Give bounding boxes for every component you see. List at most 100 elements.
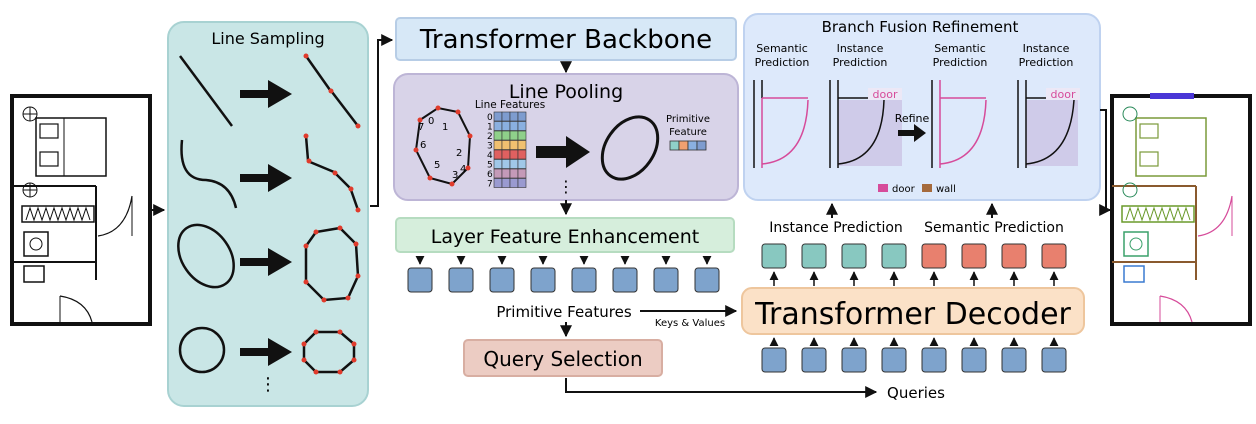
feature-cell (509, 140, 519, 150)
feature-cell (493, 178, 503, 188)
feature-cell (493, 159, 503, 169)
semantic-prediction-panel-1 (753, 80, 809, 168)
semantic-prediction-panel-2 (931, 80, 987, 168)
semantic-prediction-label: Semantic Prediction (924, 220, 1064, 236)
legend-wall-label: wall (936, 184, 956, 195)
query-token (1001, 347, 1027, 373)
feature-cell (517, 111, 527, 122)
col4-line-b: Prediction (1019, 56, 1074, 69)
primitive-token (612, 267, 638, 293)
feature-cell (517, 121, 527, 131)
instance-prediction-panel-2: door (1017, 80, 1080, 168)
primitive-feature-label-2: Feature (669, 127, 707, 138)
instance-prediction-panel-1: door (829, 80, 902, 168)
feature-cell (501, 121, 511, 131)
feature-cell (501, 159, 511, 169)
poly-num-4: 4 (460, 164, 466, 175)
feature-row-number: 2 (487, 132, 493, 142)
line-pooling-box: Line Pooling 0 1 2 3 4 5 6 7 Line Featur… (393, 73, 739, 201)
feature-row-number: 3 (487, 142, 493, 152)
arrow-fusion-to-output (1099, 109, 1112, 216)
output-floor-plan (1110, 93, 1252, 326)
query-selection-box: Query Selection (463, 339, 663, 377)
line-features-label: Line Features (475, 99, 545, 111)
branch-fusion-panel: Branch Fusion Refinement Semantic Predic… (743, 13, 1101, 201)
poly-num-5: 5 (434, 160, 440, 171)
poly-num-1: 1 (442, 122, 448, 133)
query-token (761, 347, 787, 373)
primitive-token (448, 267, 474, 293)
primitive-feature-tokens (407, 255, 720, 293)
line-sampling-panel: Line Sampling ⋮ (167, 21, 369, 407)
arrow-sampling-to-backbone (370, 34, 394, 207)
refine-label: Refine (895, 112, 930, 125)
feature-cell (517, 168, 527, 179)
primitive-token (694, 267, 720, 293)
instance-output-token (801, 243, 827, 269)
feature-cell (517, 149, 527, 160)
semantic-output-token (961, 243, 987, 269)
poly-num-3: 3 (452, 170, 458, 181)
layer-feature-enhancement-box: Layer Feature Enhancement (395, 217, 735, 253)
feature-row-number: 1 (487, 123, 493, 133)
col1-line-b: Prediction (755, 56, 810, 69)
primitive-token (571, 267, 597, 293)
legend-wall-swatch (922, 184, 932, 192)
query-token (1041, 347, 1067, 373)
primitive-token (407, 267, 433, 293)
feature-cell (493, 111, 503, 122)
instance-output-token (881, 243, 907, 269)
feature-cell (509, 159, 519, 169)
line-sampling-ellipsis: ⋮ (259, 374, 277, 395)
feature-cell (509, 168, 519, 179)
legend-door-swatch (878, 184, 888, 192)
query-selection-title: Query Selection (483, 347, 642, 371)
instance-output-token (841, 243, 867, 269)
query-token (881, 347, 907, 373)
poly-num-6: 6 (420, 140, 426, 151)
decoder-query-tokens (761, 337, 1067, 373)
query-token (801, 347, 827, 373)
door-tag-2: door (1051, 88, 1076, 101)
semantic-output-token (1041, 243, 1067, 269)
feature-row-number: 7 (487, 180, 493, 190)
feature-cell (493, 140, 503, 150)
primitive-token (489, 267, 515, 293)
feature-cell (509, 130, 519, 141)
feature-cell (517, 159, 527, 169)
door-tag-1: door (873, 88, 898, 101)
feature-cell (501, 149, 511, 160)
transformer-backbone-box: Transformer Backbone (395, 17, 737, 61)
feature-cell (501, 140, 511, 150)
poly-num-0: 0 (428, 116, 434, 127)
col1-line-a: Semantic (756, 42, 808, 55)
input-floor-plan (10, 94, 152, 326)
fusion-title: Branch Fusion Refinement (822, 18, 1019, 36)
feature-cell (493, 130, 503, 141)
instance-prediction-label: Instance Prediction (769, 220, 903, 236)
feature-row-number: 5 (487, 161, 493, 171)
col2-line-b: Prediction (833, 56, 888, 69)
col3-line-b: Prediction (933, 56, 988, 69)
keys-values-label: Keys & Values (655, 318, 725, 329)
transformer-decoder-box: Transformer Decoder (741, 287, 1085, 335)
feature-row-number: 4 (487, 151, 493, 161)
feature-cell (501, 111, 511, 122)
poly-num-2: 2 (456, 148, 462, 159)
query-token (841, 347, 867, 373)
col3-line-a: Semantic (934, 42, 986, 55)
queries-label: Queries (887, 384, 945, 402)
legend-door-label: door (892, 184, 916, 195)
backbone-title: Transformer Backbone (419, 25, 712, 55)
feature-cell (501, 168, 511, 179)
semantic-output-token (1001, 243, 1027, 269)
col4-line-a: Instance (1023, 42, 1070, 55)
primitive-feature-vector (669, 140, 707, 151)
feature-cell (517, 140, 527, 150)
primitive-feature-label-1: Primitive (666, 114, 710, 125)
feature-cell (509, 149, 519, 160)
feature-cell (493, 149, 503, 160)
feature-cell (509, 121, 519, 131)
